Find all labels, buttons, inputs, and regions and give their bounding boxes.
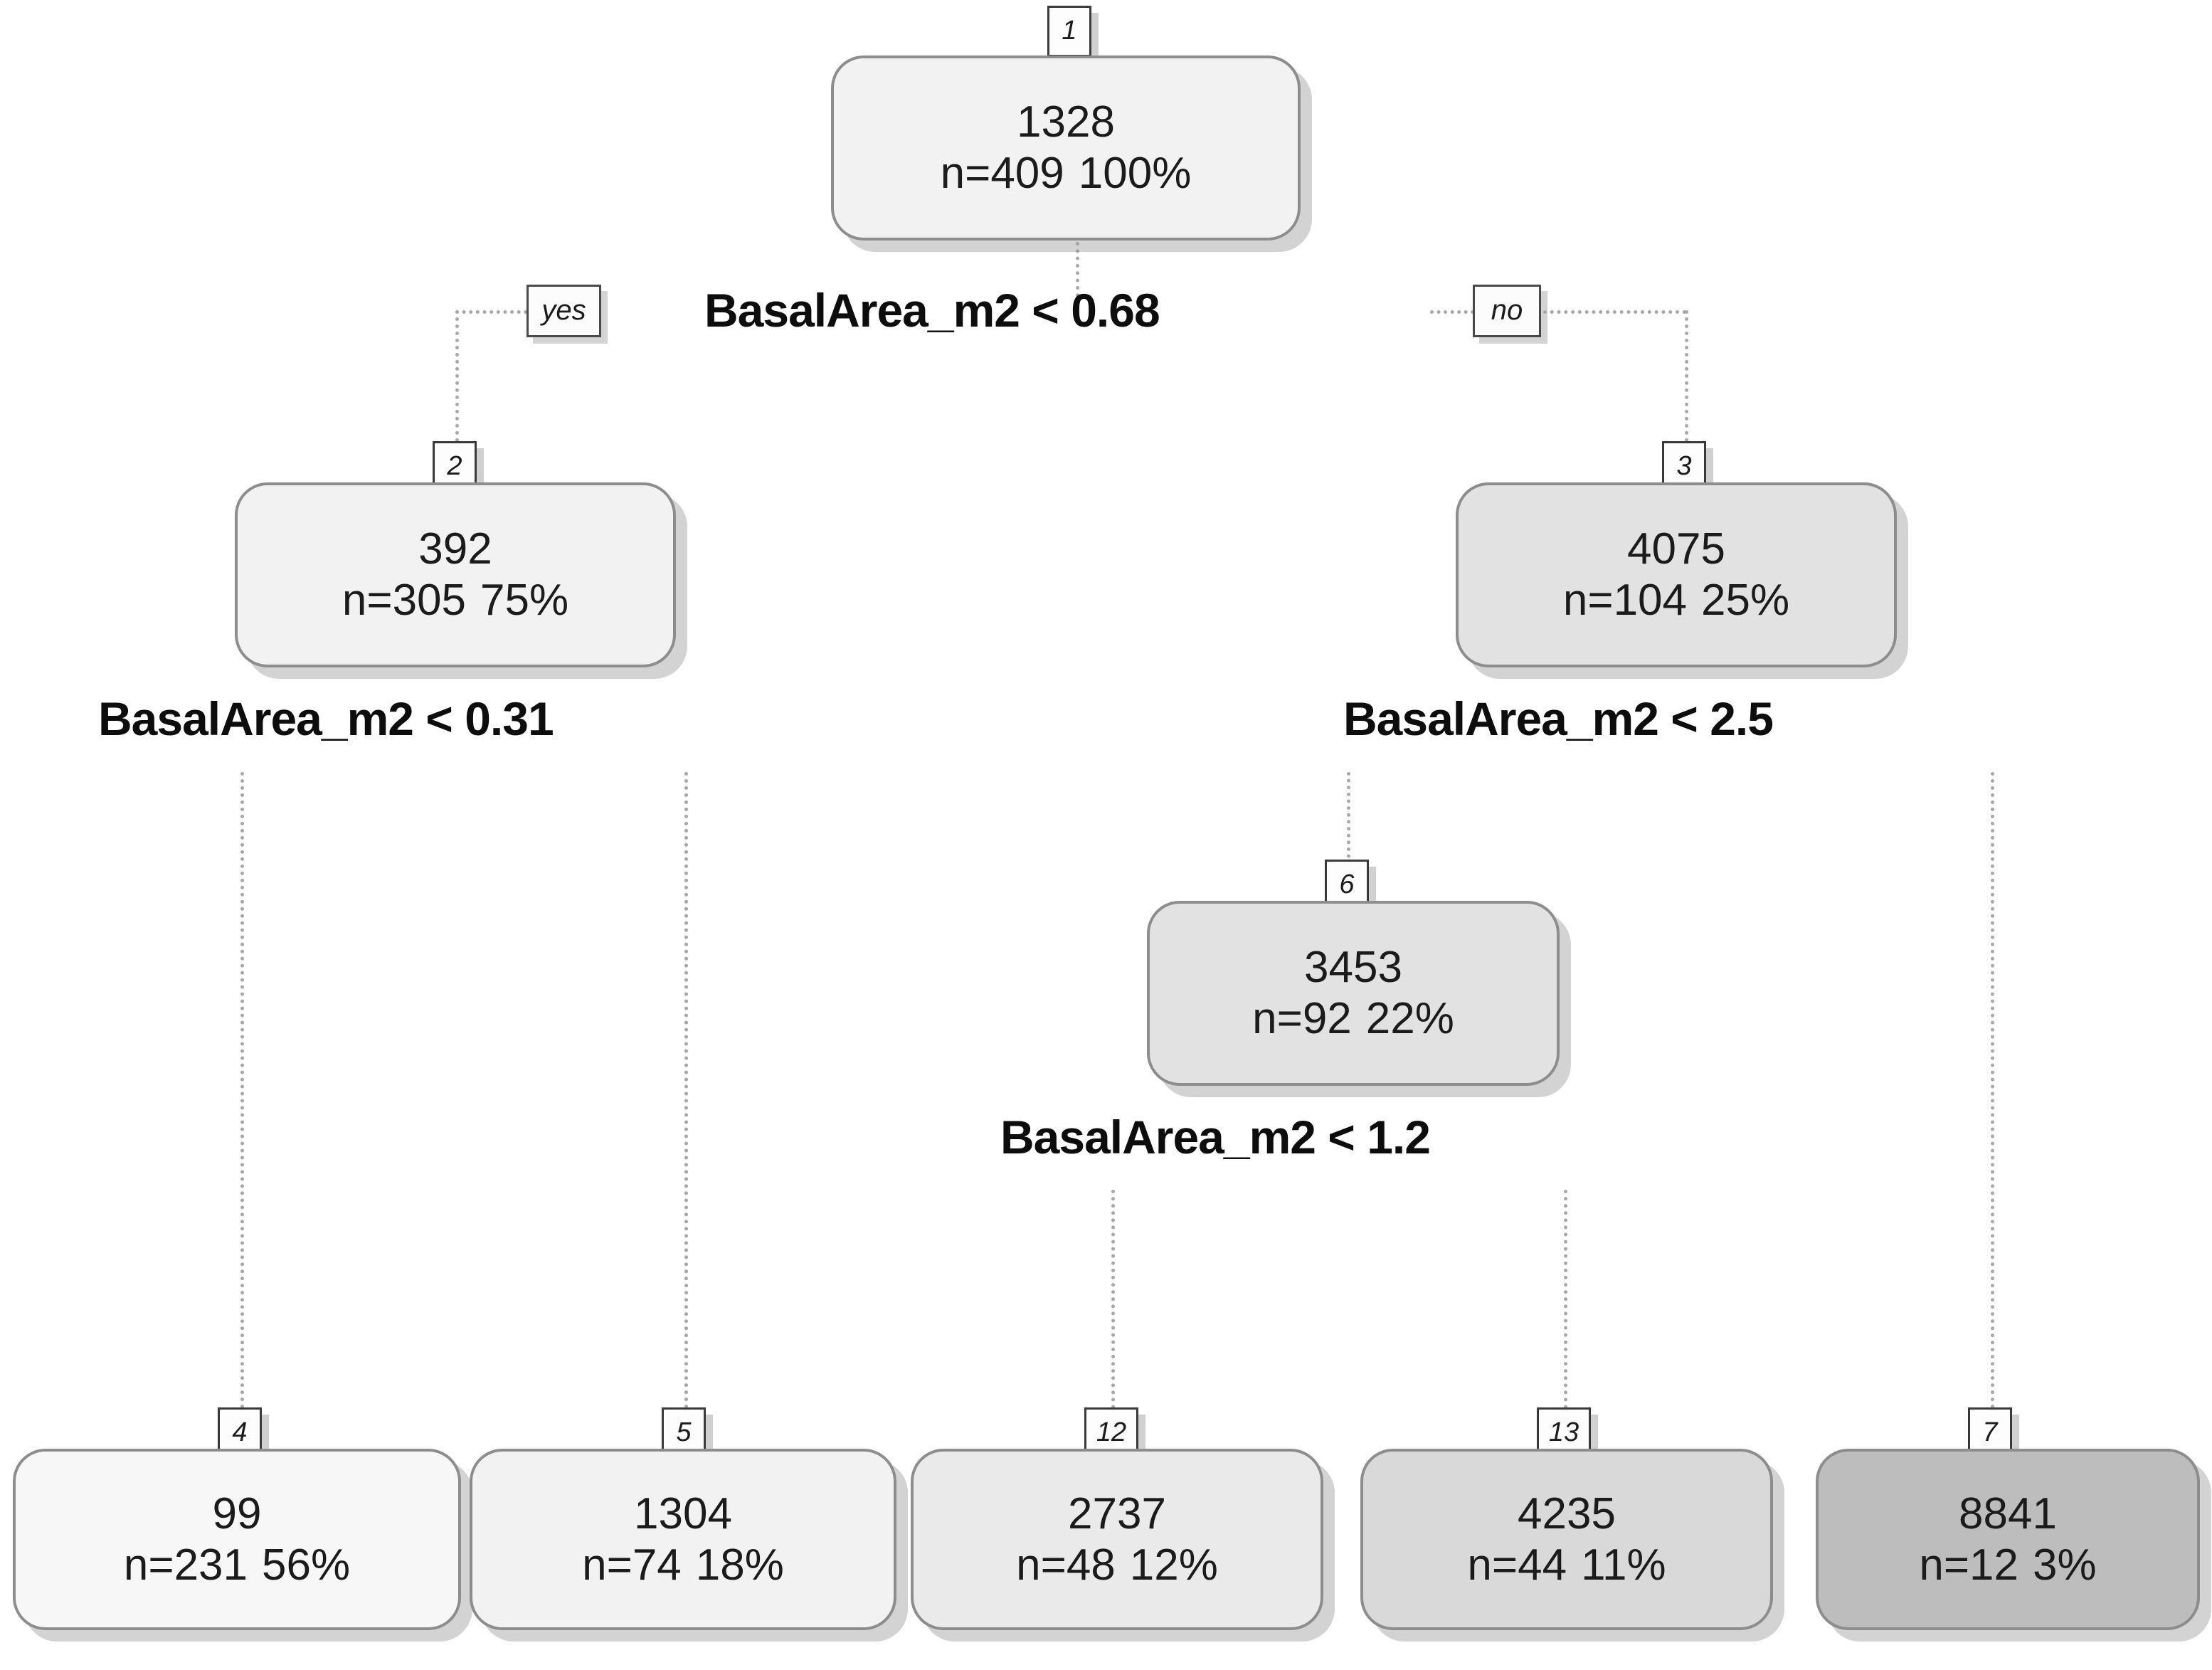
node-pct: 12% (1129, 1540, 1218, 1590)
connector-node1-to-node3 (1685, 310, 1688, 463)
tree-node-1[interactable]: 1328 n=409 100% (831, 56, 1301, 241)
split-label-node2: BasalArea_m2 < 0.31 (98, 692, 554, 745)
node-n: n=74 (582, 1540, 682, 1590)
node-badge-label: 2 (447, 451, 462, 481)
node-value: 4075 (1627, 524, 1725, 574)
connector-node3-to-node6 (1347, 772, 1350, 872)
branch-label-no-text: no (1491, 295, 1523, 326)
tree-node-2[interactable]: 392 n=305 75% (235, 482, 676, 667)
node-value: 8841 (1959, 1489, 2057, 1538)
split-label-node6: BasalArea_m2 < 1.2 (1000, 1111, 1431, 1163)
node-pct: 100% (1078, 149, 1192, 198)
connector-node6-to-leaf12 (1111, 1190, 1115, 1416)
node-value: 4235 (1518, 1489, 1616, 1538)
node-n: n=12 (1919, 1540, 2019, 1590)
node-badge-label: 12 (1096, 1417, 1127, 1447)
node-value: 99 (212, 1489, 262, 1538)
connector-node2-to-leaf5 (684, 772, 688, 1416)
tree-node-3[interactable]: 4075 n=104 25% (1456, 482, 1897, 667)
node-pct: 3% (2033, 1540, 2097, 1590)
node-stats: n=305 75% (342, 578, 568, 623)
node-pct: 11% (1581, 1540, 1666, 1590)
split-label-node3: BasalArea_m2 < 2.5 (1343, 692, 1774, 745)
node-badge-label: 1 (1062, 16, 1077, 46)
tree-leaf-4[interactable]: 99 n=231 56% (13, 1449, 461, 1630)
branch-label-yes-text: yes (541, 295, 586, 326)
node-stats: n=12 3% (1919, 1543, 2096, 1587)
connector-root-to-no (1430, 310, 1508, 314)
node-n: n=231 (123, 1540, 248, 1590)
tree-leaf-12[interactable]: 2737 n=48 12% (911, 1449, 1323, 1630)
node-stats: n=92 22% (1252, 997, 1454, 1041)
node-stats: n=409 100% (941, 152, 1192, 196)
node-value: 1304 (634, 1489, 732, 1538)
node-stats: n=48 12% (1016, 1543, 1218, 1587)
node-badge-label: 5 (676, 1417, 692, 1447)
node-stats: n=44 11% (1467, 1543, 1666, 1587)
branch-label-yes: yes (526, 285, 601, 337)
connector-root-to-yes (455, 310, 555, 314)
connector-node6-to-leaf13 (1564, 1190, 1567, 1416)
node-badge-label: 13 (1548, 1417, 1579, 1447)
node-n: n=92 (1252, 994, 1352, 1043)
connector-node2-to-leaf4 (240, 772, 244, 1416)
connector-node3-to-leaf7 (1991, 772, 1994, 1416)
node-pct: 25% (1701, 576, 1790, 625)
branch-label-no: no (1473, 285, 1541, 337)
node-value: 3453 (1304, 943, 1402, 992)
node-stats: n=104 25% (1563, 578, 1789, 623)
node-stats: n=74 18% (582, 1543, 784, 1587)
connector-root-stub (1076, 242, 1079, 312)
tree-leaf-13[interactable]: 4235 n=44 11% (1360, 1449, 1773, 1630)
node-n: n=409 (940, 149, 1064, 198)
node-pct: 22% (1365, 994, 1454, 1043)
node-value: 1328 (1017, 97, 1115, 147)
tree-leaf-7[interactable]: 8841 n=12 3% (1816, 1449, 2200, 1630)
node-badge-label: 7 (1982, 1417, 1998, 1447)
node-pct: 56% (262, 1540, 351, 1590)
node-stats: n=231 56% (124, 1543, 350, 1587)
node-badge-label: 6 (1339, 870, 1355, 899)
node-pct: 18% (695, 1540, 784, 1590)
connector-node1-to-node2 (455, 310, 459, 463)
node-value: 2737 (1068, 1489, 1166, 1538)
node-value: 392 (418, 524, 492, 574)
node-pct: 75% (480, 576, 569, 625)
split-label-node1: BasalArea_m2 < 0.68 (704, 284, 1160, 337)
node-badge-label: 4 (232, 1417, 248, 1447)
tree-node-6[interactable]: 3453 n=92 22% (1147, 901, 1560, 1086)
node-n: n=44 (1467, 1540, 1567, 1590)
node-n: n=305 (342, 576, 467, 625)
connector-no-to-node3 (1508, 310, 1686, 314)
node-badge-1[interactable]: 1 (1047, 6, 1091, 57)
node-n: n=48 (1016, 1540, 1116, 1590)
node-n: n=104 (1562, 576, 1688, 625)
node-badge-label: 3 (1676, 451, 1692, 481)
tree-leaf-5[interactable]: 1304 n=74 18% (470, 1449, 896, 1630)
